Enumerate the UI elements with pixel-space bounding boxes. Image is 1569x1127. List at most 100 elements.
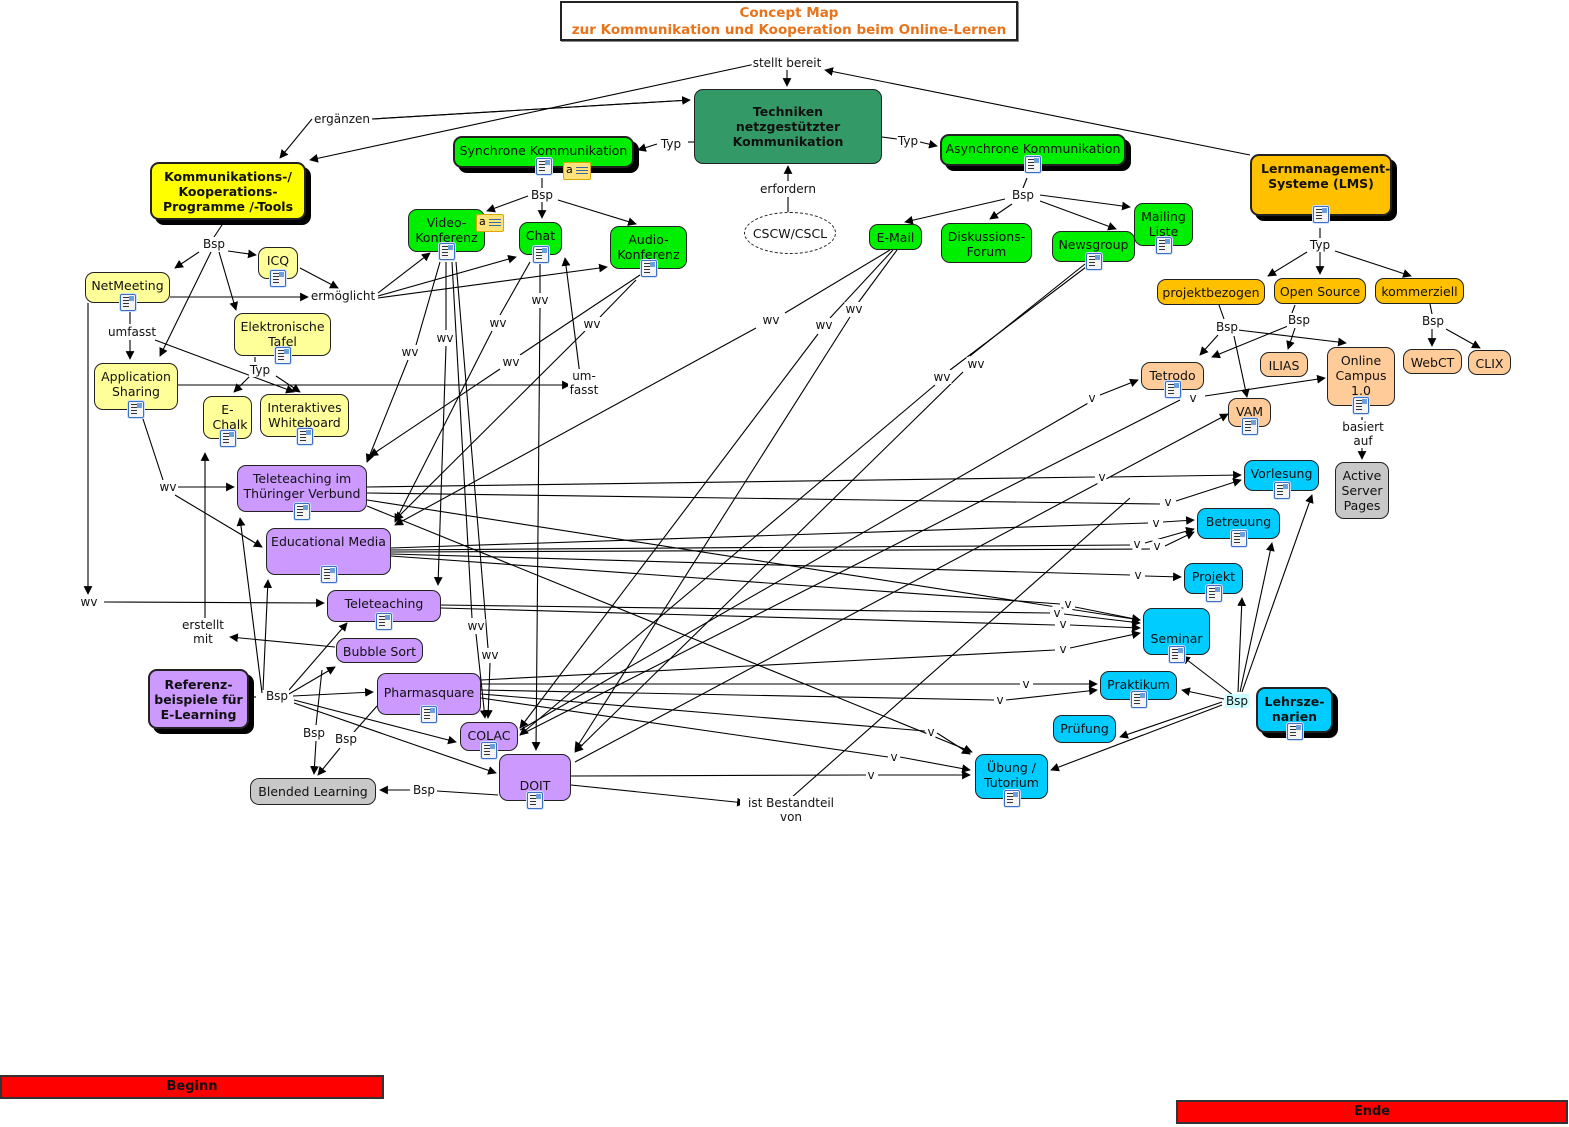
annotation-note-icon[interactable]: a	[563, 162, 591, 180]
link-line	[784, 249, 891, 314]
document-image-icon[interactable]	[376, 613, 392, 630]
end-button[interactable]: Ende	[1176, 1100, 1568, 1124]
node-tetrodo[interactable]: Tetrodo	[1141, 362, 1204, 398]
document-image-icon[interactable]	[421, 706, 437, 723]
document-image-icon[interactable]	[270, 270, 286, 287]
node-seminar[interactable]: Seminar	[1143, 608, 1210, 663]
node-kommunikations-tools[interactable]: Kommunikations-/ Kooperations- Programme…	[150, 162, 306, 220]
link-line	[570, 774, 867, 777]
document-image-icon[interactable]	[535, 158, 552, 175]
node-colac[interactable]: COLAC	[460, 722, 518, 759]
document-image-icon[interactable]	[1205, 585, 1222, 602]
document-image-icon[interactable]	[1273, 482, 1290, 499]
document-image-icon[interactable]	[294, 503, 310, 520]
node-audio-konferenz[interactable]: Audio- Konferenz	[610, 226, 687, 277]
node-lehrszenarien[interactable]: Lehrsze- narien	[1256, 687, 1333, 740]
document-image-icon[interactable]	[1313, 206, 1329, 223]
node-blended-learning[interactable]: Blended Learning	[250, 778, 376, 805]
node-elektronische-tafel[interactable]: Elektronische Tafel	[234, 313, 331, 364]
node-betreuung[interactable]: Betreuung	[1197, 508, 1280, 547]
document-image-icon[interactable]	[1003, 790, 1020, 807]
node-clix[interactable]: CLIX	[1468, 350, 1511, 375]
node-open-source[interactable]: Open Source	[1274, 278, 1366, 304]
node-bubble-sort[interactable]: Bubble Sort	[336, 638, 423, 663]
node-asynchrone-kommunikation[interactable]: Asynchrone Kommunikation	[940, 134, 1126, 173]
document-image-icon[interactable]	[1353, 397, 1369, 414]
document-image-icon[interactable]	[1230, 530, 1247, 547]
document-image-icon[interactable]	[128, 401, 144, 418]
node-lms[interactable]: Lernmanagement- Systeme (LMS)	[1250, 154, 1392, 223]
link-line	[936, 732, 971, 755]
document-image-icon[interactable]	[1085, 253, 1102, 270]
link-stellt-bereit: stellt bereit	[751, 56, 823, 70]
annotation-note-icon[interactable]: a	[476, 214, 504, 232]
link-line	[557, 199, 637, 226]
document-image-icon[interactable]	[296, 428, 313, 445]
document-image-icon[interactable]	[1168, 646, 1185, 663]
node-referenzbeispiele[interactable]: Referenz- beispiele für E-Learning	[148, 669, 249, 729]
node-netmeeting[interactable]: NetMeeting	[85, 272, 170, 311]
node-chat[interactable]: Chat	[519, 222, 562, 263]
document-image-icon[interactable]	[481, 742, 497, 759]
node-cscw-cscl[interactable]: CSCW/CSCL	[744, 212, 836, 254]
node-pruefung[interactable]: Prüfung	[1053, 715, 1116, 743]
link-line	[227, 249, 257, 259]
link-typ-tafel: Typ	[248, 363, 272, 377]
node-interaktives-whiteboard[interactable]: Interaktives Whiteboard	[260, 394, 349, 445]
link-line	[218, 251, 238, 311]
node-video-konferenz[interactable]: Video- Konferenz	[408, 209, 485, 260]
node-projektbezogen[interactable]: projektbezogen	[1157, 279, 1265, 305]
node-techniken[interactable]: Techniken netzgestützter Kommunikation	[694, 89, 882, 164]
document-image-icon[interactable]	[438, 243, 455, 260]
document-image-icon[interactable]	[1164, 381, 1181, 398]
node-uebung-tutorium[interactable]: Übung / Tutorium	[975, 754, 1048, 807]
link-line	[480, 689, 995, 701]
link-line	[1109, 470, 1242, 480]
document-image-icon[interactable]	[527, 792, 543, 809]
document-image-icon[interactable]	[1130, 691, 1147, 708]
document-image-icon[interactable]	[320, 566, 337, 583]
node-kommerziell[interactable]: kommerziell	[1375, 278, 1464, 304]
link-line	[561, 257, 581, 376]
document-image-icon[interactable]	[119, 294, 136, 311]
node-application-sharing[interactable]: Application Sharing	[94, 363, 178, 418]
link-line	[829, 249, 894, 319]
link-line	[519, 384, 936, 736]
node-vam[interactable]: VAM	[1228, 398, 1271, 435]
document-image-icon[interactable]	[532, 246, 549, 263]
document-image-icon[interactable]	[1155, 237, 1172, 254]
begin-button[interactable]: Beginn	[0, 1075, 384, 1099]
node-mailing-liste[interactable]: Mailing Liste	[1134, 203, 1193, 254]
document-image-icon[interactable]	[219, 430, 236, 447]
node-teleteaching-thueringer[interactable]: Teleteaching im Thüringer Verbund	[237, 465, 367, 520]
node-online-campus[interactable]: Online Campus 1.0	[1327, 347, 1395, 414]
link-ermoeglicht: ermöglicht	[309, 289, 377, 303]
node-newsgroup[interactable]: Newsgroup	[1052, 231, 1135, 270]
document-image-icon[interactable]	[274, 347, 291, 364]
link-line	[989, 203, 1013, 220]
node-diskussions-forum[interactable]: Diskussions- Forum	[941, 223, 1032, 263]
node-active-server-pages[interactable]: Active Server Pages	[1335, 462, 1389, 519]
node-vorlesung[interactable]: Vorlesung	[1244, 460, 1319, 499]
node-ilias[interactable]: ILIAS	[1260, 352, 1308, 377]
node-icq[interactable]: ICQ	[258, 247, 298, 287]
node-e-chalk[interactable]: E- Chalk	[203, 396, 252, 447]
link-ist-bestandteil: ist Bestandteil von	[740, 796, 842, 824]
node-synchrone-kommunikation[interactable]: Synchrone Kommunikation	[453, 136, 634, 175]
link-line	[365, 359, 409, 463]
node-pharmasquare[interactable]: Pharmasquare	[377, 673, 481, 723]
node-teleteaching[interactable]: Teleteaching	[327, 590, 441, 630]
node-educational-media[interactable]: Educational Media	[266, 528, 391, 583]
node-e-mail[interactable]: E-Mail	[869, 224, 922, 250]
document-image-icon[interactable]	[1025, 156, 1041, 173]
link-v-12: v	[995, 693, 1005, 707]
document-image-icon[interactable]	[640, 260, 657, 277]
document-image-icon[interactable]	[1241, 418, 1258, 435]
document-image-icon[interactable]	[1286, 723, 1303, 740]
node-doit[interactable]: DOIT	[499, 754, 571, 809]
node-projekt[interactable]: Projekt	[1184, 563, 1243, 602]
link-v-13: v	[926, 725, 936, 739]
link-line	[599, 279, 637, 318]
node-praktikum[interactable]: Praktikum	[1100, 671, 1177, 708]
node-webct[interactable]: WebCT	[1403, 349, 1462, 374]
